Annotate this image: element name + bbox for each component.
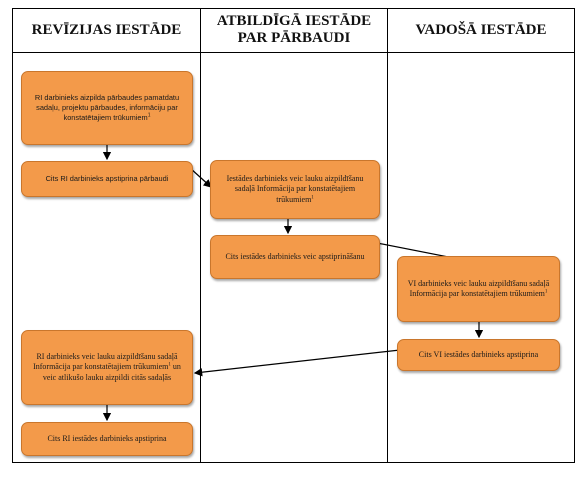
step-ai-approve: Cits iestādes darbinieks veic apstiprinā… xyxy=(210,235,380,279)
step-ai-approve-label: Cits iestādes darbinieks veic apstiprinā… xyxy=(225,251,365,261)
lane-title-atbildiga-iestade: ATBILDĪGĀ IESTĀDE PAR PĀRBAUDI xyxy=(216,13,372,46)
step-ri-approve-inspection-label: Cits RI darbinieks apstiprina pārbaudi xyxy=(45,174,169,183)
arrow-ri-approve-to-ai-fill xyxy=(189,167,212,188)
arrow-vi-approve-to-ri-final xyxy=(193,349,401,377)
step-ri-final-approve: Cits RI iestādes darbinieks apstiprina xyxy=(21,422,193,456)
step-vi-fill-deficiencies: VI darbinieks veic lauku aizpildīšanu sa… xyxy=(397,256,560,322)
step-ri-approve-inspection: Cits RI darbinieks apstiprina pārbaudi xyxy=(21,161,193,197)
step-ri-final-approve-label: Cits RI iestādes darbinieks apstiprina xyxy=(47,433,167,443)
step-ri-fill-inspection: RI darbinieks aizpilda pārbaudes pamatda… xyxy=(21,71,193,145)
lane-title-revizijas-iestade: REVĪZIJAS IESTĀDE xyxy=(31,21,182,38)
step-ri-final-fill: RI darbinieks veic lauku aizpildīšanu sa… xyxy=(21,330,193,405)
lane-title-vadosa-iestade: VADOŠĀ IESTĀDE xyxy=(415,21,547,38)
step-ri-final-fill-label: RI darbinieks veic lauku aizpildīšanu sa… xyxy=(33,351,181,382)
lane-border xyxy=(12,8,575,463)
step-ai-fill-deficiencies: Iestādes darbinieks veic lauku aizpildīš… xyxy=(210,160,380,219)
step-ai-fill-deficiencies-label: Iestādes darbinieks veic lauku aizpildīš… xyxy=(226,173,364,204)
step-vi-approve-label: Cits VI iestādes darbinieks apstiprina xyxy=(418,349,539,359)
step-ri-fill-inspection-label: RI darbinieks aizpilda pārbaudes pamatda… xyxy=(34,93,180,122)
step-vi-fill-deficiencies-label: VI darbinieks veic lauku aizpildīšanu sa… xyxy=(407,278,550,299)
step-vi-approve: Cits VI iestādes darbinieks apstiprina xyxy=(397,339,560,371)
